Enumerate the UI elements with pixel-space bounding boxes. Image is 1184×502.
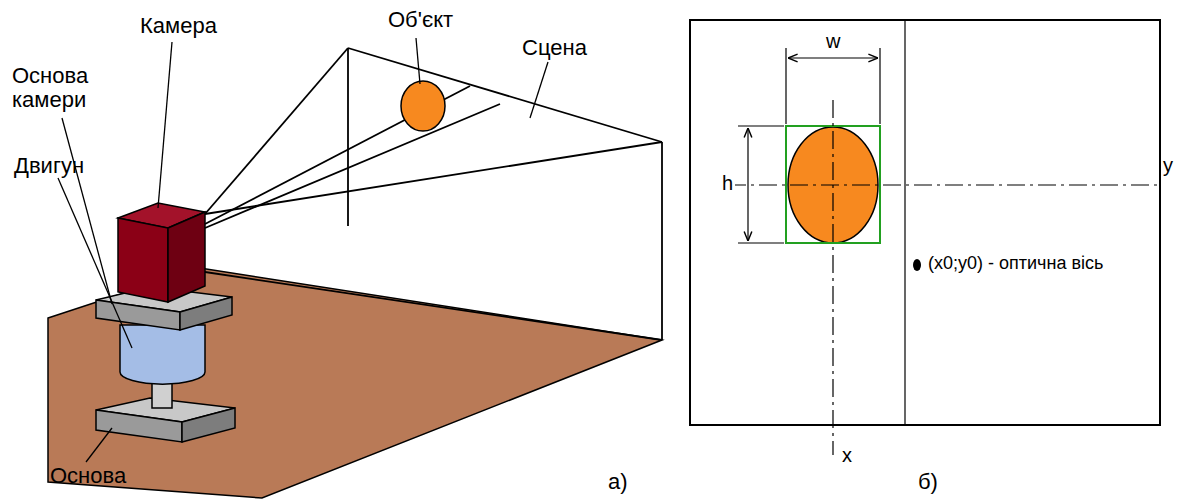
dimension-label: w [826, 30, 840, 52]
figure-label: б) [918, 470, 938, 494]
optical-axis-line [904, 20, 905, 425]
optical-axis-point [913, 259, 921, 271]
floor [48, 268, 662, 498]
motor [120, 325, 205, 384]
part-name: Об'єкт [388, 8, 453, 32]
camera-side [168, 212, 205, 302]
axis-label: y [1163, 154, 1173, 176]
figure-label: а) [608, 470, 628, 494]
camera-front [118, 218, 168, 302]
camera-base-side [180, 297, 232, 330]
part-name: Основа [50, 464, 126, 488]
base-plate-side [182, 408, 235, 442]
leader-lines [58, 38, 548, 462]
part-name: Сцена [522, 36, 587, 60]
part-name: Двигун [14, 154, 84, 178]
point-label: (x0;y0) - оптична вісь [928, 254, 1103, 274]
camera-base-front [96, 300, 180, 330]
axis-label: x [842, 444, 852, 466]
part-name: Камера [140, 14, 217, 38]
base-plate-front [96, 410, 182, 442]
view-frustum [205, 48, 662, 340]
dimension-lines [738, 48, 880, 243]
part-name: Основа камери [12, 64, 102, 112]
image-frame [690, 20, 1160, 425]
x-axis [832, 100, 833, 455]
dimension-label: h [720, 172, 735, 194]
y-axis [728, 184, 1158, 185]
object [401, 81, 445, 131]
